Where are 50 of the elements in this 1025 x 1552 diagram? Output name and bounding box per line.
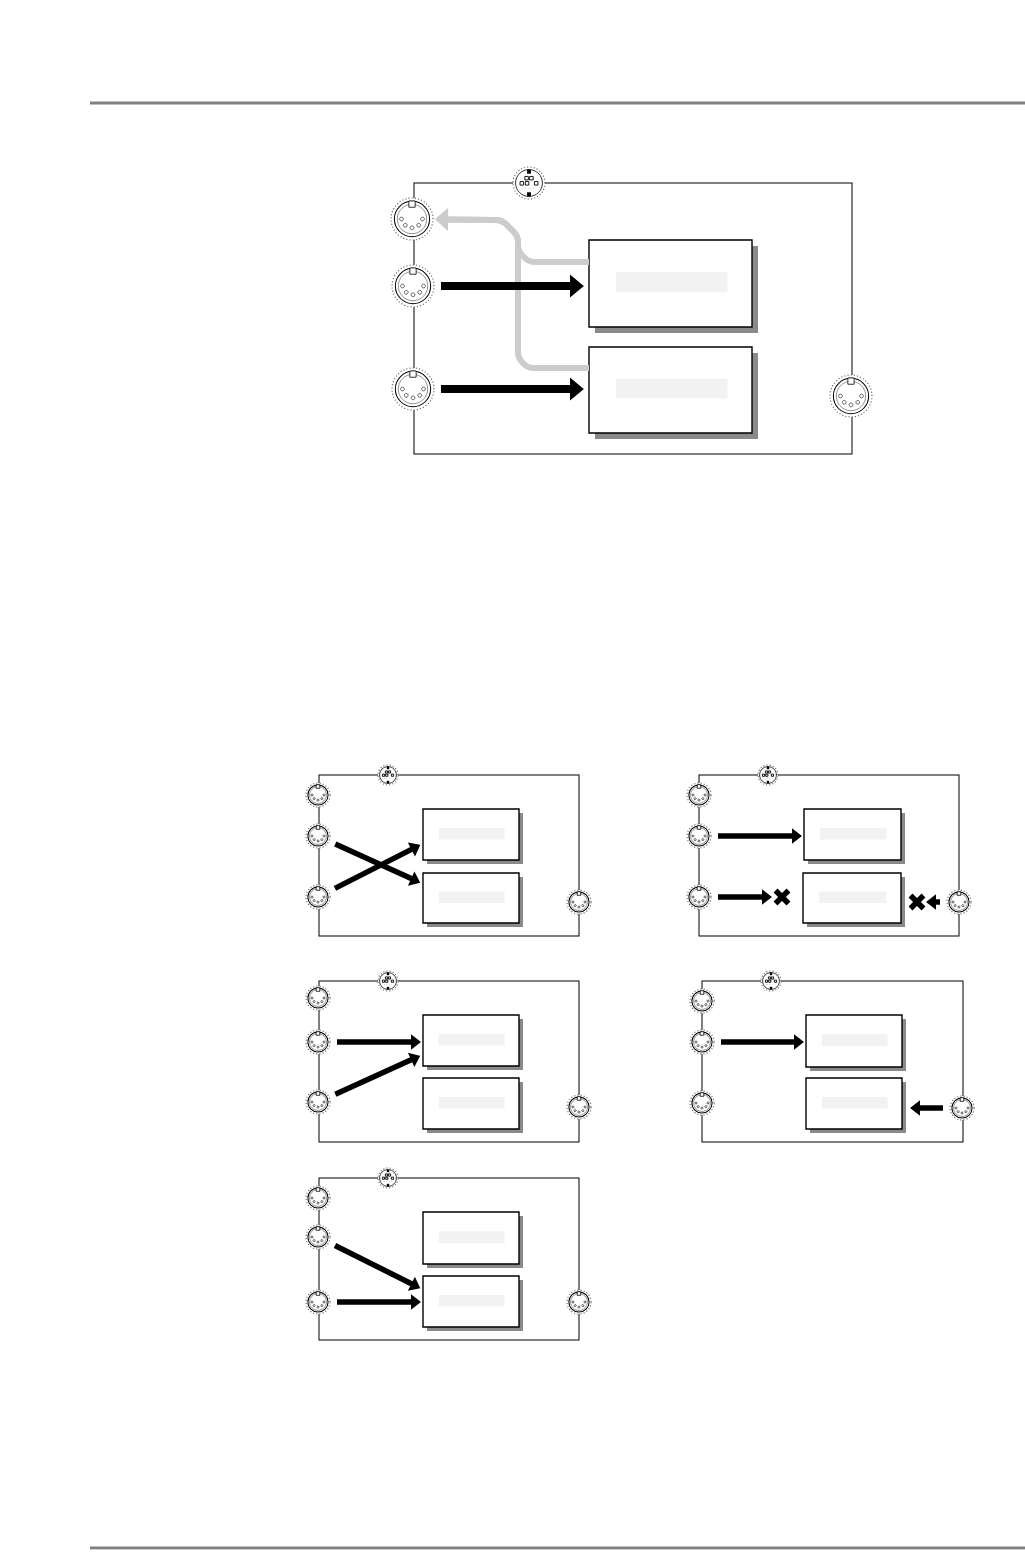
din-connector [305, 1185, 331, 1211]
module-box [805, 1014, 906, 1071]
module-box [422, 872, 523, 927]
din-connector [829, 374, 873, 418]
din-connector [305, 884, 331, 910]
module-box [422, 1077, 523, 1133]
din-connector [305, 1029, 331, 1055]
device-frame [701, 980, 964, 1143]
din-connector [305, 1289, 331, 1315]
device-frame [318, 980, 580, 1143]
din-connector [946, 889, 972, 915]
din-connector [686, 823, 712, 849]
module-box [422, 1014, 523, 1070]
module-box [588, 346, 758, 439]
device-frame [318, 774, 580, 937]
din-connector [305, 782, 331, 808]
din-connector [566, 889, 592, 915]
device-frame [318, 1177, 580, 1341]
module-box [803, 808, 905, 864]
device-frame [413, 182, 853, 455]
din-connector [305, 985, 331, 1011]
din-connector [305, 823, 331, 849]
module-box [422, 1275, 523, 1331]
din-connector [689, 1029, 715, 1055]
cross-mark [907, 892, 927, 912]
din-connector [390, 197, 434, 241]
din-connector [305, 1089, 331, 1115]
module-box [802, 872, 905, 927]
din-connector [566, 1094, 592, 1120]
mini-din-connector [377, 764, 399, 786]
mini-din-connector [760, 970, 782, 992]
din-connector [391, 367, 435, 411]
module-box [805, 1077, 906, 1133]
din-connector [689, 1090, 715, 1116]
module-box [588, 239, 758, 333]
din-connector [391, 264, 435, 308]
din-connector [305, 1224, 331, 1250]
din-connector [566, 1289, 592, 1315]
cross-mark [772, 887, 792, 907]
din-connector [686, 782, 712, 808]
din-connector [949, 1095, 975, 1121]
module-box [422, 808, 523, 864]
device-frame [698, 774, 960, 937]
mini-din-connector [512, 166, 546, 200]
mini-din-connector [757, 764, 779, 786]
din-connector [689, 988, 715, 1014]
din-connector [686, 884, 712, 910]
module-box [422, 1211, 523, 1268]
mini-din-connector [377, 1167, 399, 1189]
mini-din-connector [377, 970, 399, 992]
